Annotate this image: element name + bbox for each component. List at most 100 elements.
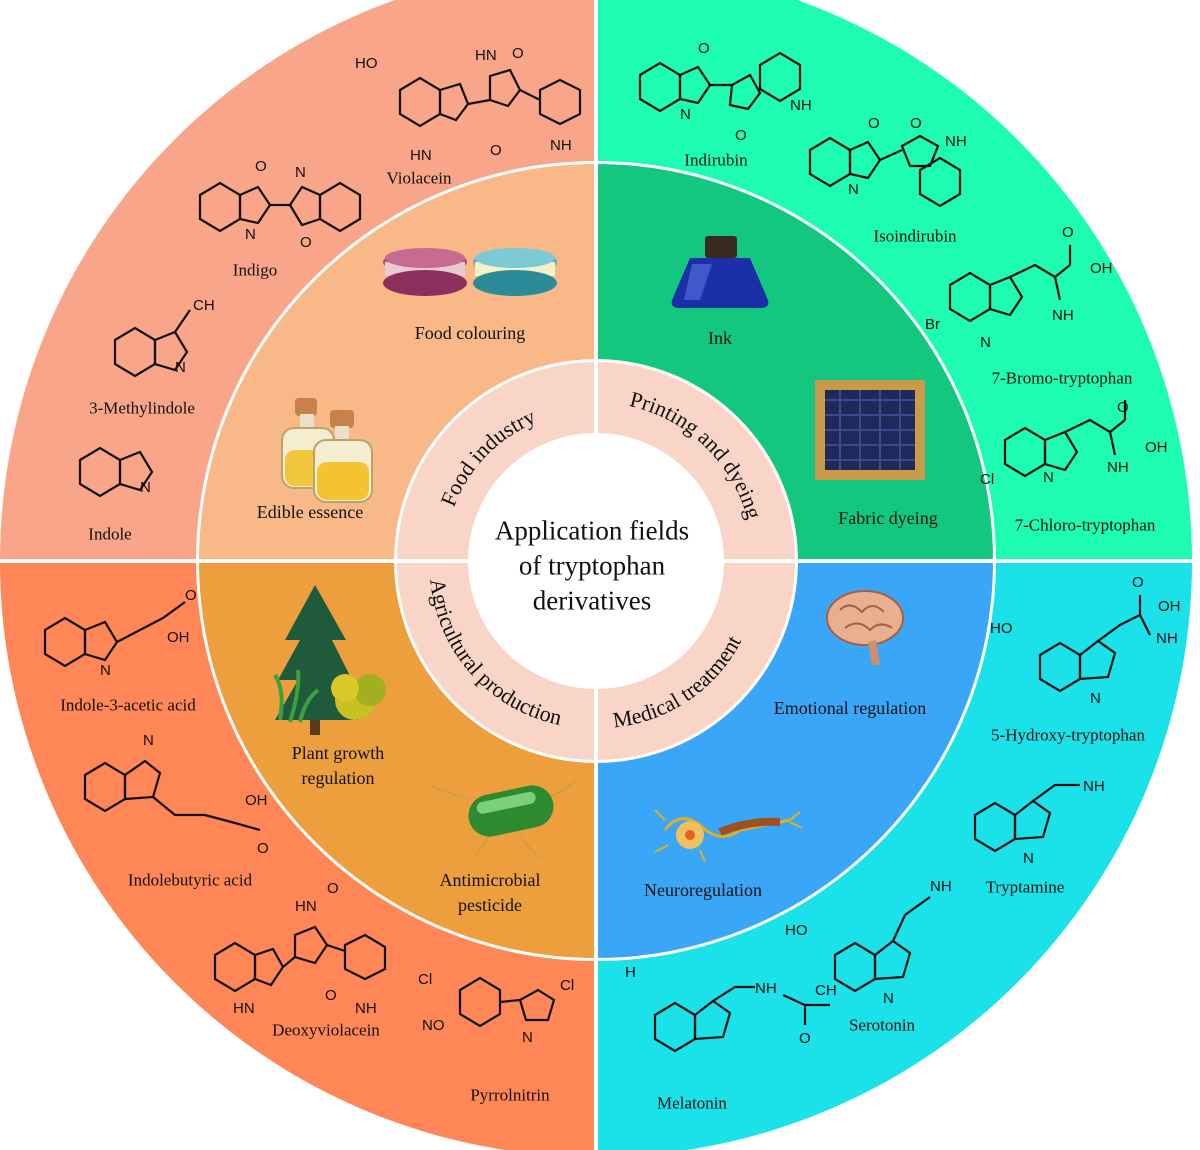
svg-text:NO: NO [422,1017,445,1034]
svg-text:O: O [868,115,880,132]
svg-text:N: N [1023,850,1034,867]
structure-melatonin: H NH O CH [625,964,837,1053]
structure-deoxyviolacein: HN O HN O NH [213,880,387,1017]
structure-indigo: O N N O [198,158,362,251]
structure-7-bromo-tryptophan: O OH Br N NH [925,224,1113,351]
structure-serotonin: HO NH N [785,878,952,1007]
ink-bottle-icon [671,236,769,308]
svg-text:N: N [143,732,154,749]
app-antimicrobial: Antimicrobial [439,869,541,890]
center-circle [468,433,724,689]
svg-text:O: O [735,127,747,144]
svg-text:NH: NH [355,1000,377,1017]
svg-text:N: N [1043,469,1054,486]
svg-text:H: H [625,964,636,981]
svg-text:NH: NH [790,97,812,114]
app-food-colouring: Food colouring [414,322,526,343]
svg-text:N: N [100,662,111,679]
svg-text:HN: HN [410,147,432,164]
svg-text:OH: OH [245,792,268,809]
svg-text:NH: NH [930,878,952,895]
svg-text:CH: CH [193,297,215,314]
svg-text:HO: HO [355,55,378,72]
svg-text:Cl: Cl [980,471,994,488]
structure-3-methylindole: CH N [113,297,215,378]
app-neuroregulation: Neuroregulation [644,879,762,900]
compound-tryptamine: Tryptamine [985,877,1065,897]
svg-text:N: N [980,334,991,351]
structure-pyrrolnitrin: Cl NO Cl N [418,971,574,1046]
svg-text:O: O [1117,399,1129,416]
structure-indole: N [78,446,154,498]
center-title-line3: derivatives [532,585,652,616]
svg-text:O: O [300,234,312,251]
compound-3-methylindole: 3-Methylindole [89,398,195,418]
structure-violacein: HO HN HN O O NH [355,45,582,164]
svg-text:NH: NH [945,133,967,150]
center-title-line2: of tryptophan [518,550,666,581]
svg-text:HN: HN [295,898,317,915]
app-regulation: regulation [301,767,375,788]
svg-text:O: O [1132,574,1144,591]
svg-text:O: O [910,115,922,132]
svg-text:O: O [698,40,710,57]
structure-indirubin: O O NH N [638,40,812,144]
svg-text:NH: NH [550,137,572,154]
svg-text:O: O [1062,224,1074,241]
app-plant-growth: Plant growth [291,742,385,763]
compound-5-hydroxy-tryptophan: 5-Hydroxy-tryptophan [991,725,1145,745]
svg-text:N: N [522,1029,533,1046]
svg-text:OH: OH [1145,439,1168,456]
center-title-line1: Application fields [494,515,690,546]
brain-icon [826,590,904,665]
app-edible-essence: Edible essence [256,501,364,522]
svg-text:Br: Br [925,316,940,333]
grass-icon [273,669,320,723]
neuron-icon [654,809,803,863]
svg-text:OH: OH [1158,598,1181,615]
svg-text:HO: HO [785,922,808,939]
svg-text:HN: HN [475,47,497,64]
svg-text:Cl: Cl [560,977,574,994]
svg-text:N: N [140,479,151,496]
svg-text:O: O [490,142,502,159]
svg-text:HN: HN [233,1000,255,1017]
compound-melatonin: Melatonin [657,1093,727,1113]
structure-5-hydroxy-tryptophan: HO O OH NH N [990,574,1181,707]
compound-7-bromo-tryptophan: 7-Bromo-tryptophan [991,368,1133,388]
shrub-icon [331,674,386,720]
structure-tryptamine: NH N [973,778,1105,867]
fabric-icon [815,380,925,480]
compound-indirubin: Indirubin [684,150,748,170]
structure-indolebutyric-acid: N OH O [83,732,269,857]
svg-text:NH: NH [1083,778,1105,795]
structure-indole-3-acetic-acid: O OH N [43,587,197,679]
svg-text:Cl: Cl [418,971,432,988]
svg-text:N: N [680,106,691,123]
structure-7-chloro-tryptophan: O OH Cl N NH [980,399,1168,488]
svg-text:N: N [883,990,894,1007]
svg-text:O: O [512,45,524,62]
center-title: Application fields of tryptophan derivat… [472,513,712,618]
app-pesticide: pesticide [458,894,522,915]
svg-text:OH: OH [1090,260,1113,277]
compound-7-chloro-tryptophan: 7-Chloro-tryptophan [1014,515,1156,535]
svg-text:O: O [799,1030,811,1047]
structure-isoindirubin: O O NH N [808,115,967,208]
compound-indole: Indole [88,524,132,544]
compound-serotonin: Serotonin [848,1015,916,1035]
macaron-icon [473,248,557,296]
bacterium-icon [429,779,576,859]
svg-text:HO: HO [990,620,1013,637]
app-fabric-dyeing: Fabric dyeing [838,507,938,528]
svg-text:CH: CH [815,982,837,999]
svg-text:NH: NH [1052,307,1074,324]
svg-text:N: N [175,359,186,376]
svg-text:OH: OH [167,629,190,646]
svg-text:N: N [848,181,859,198]
svg-text:O: O [327,880,339,897]
svg-text:O: O [257,840,269,857]
svg-text:N: N [295,164,306,181]
svg-text:O: O [255,158,267,175]
